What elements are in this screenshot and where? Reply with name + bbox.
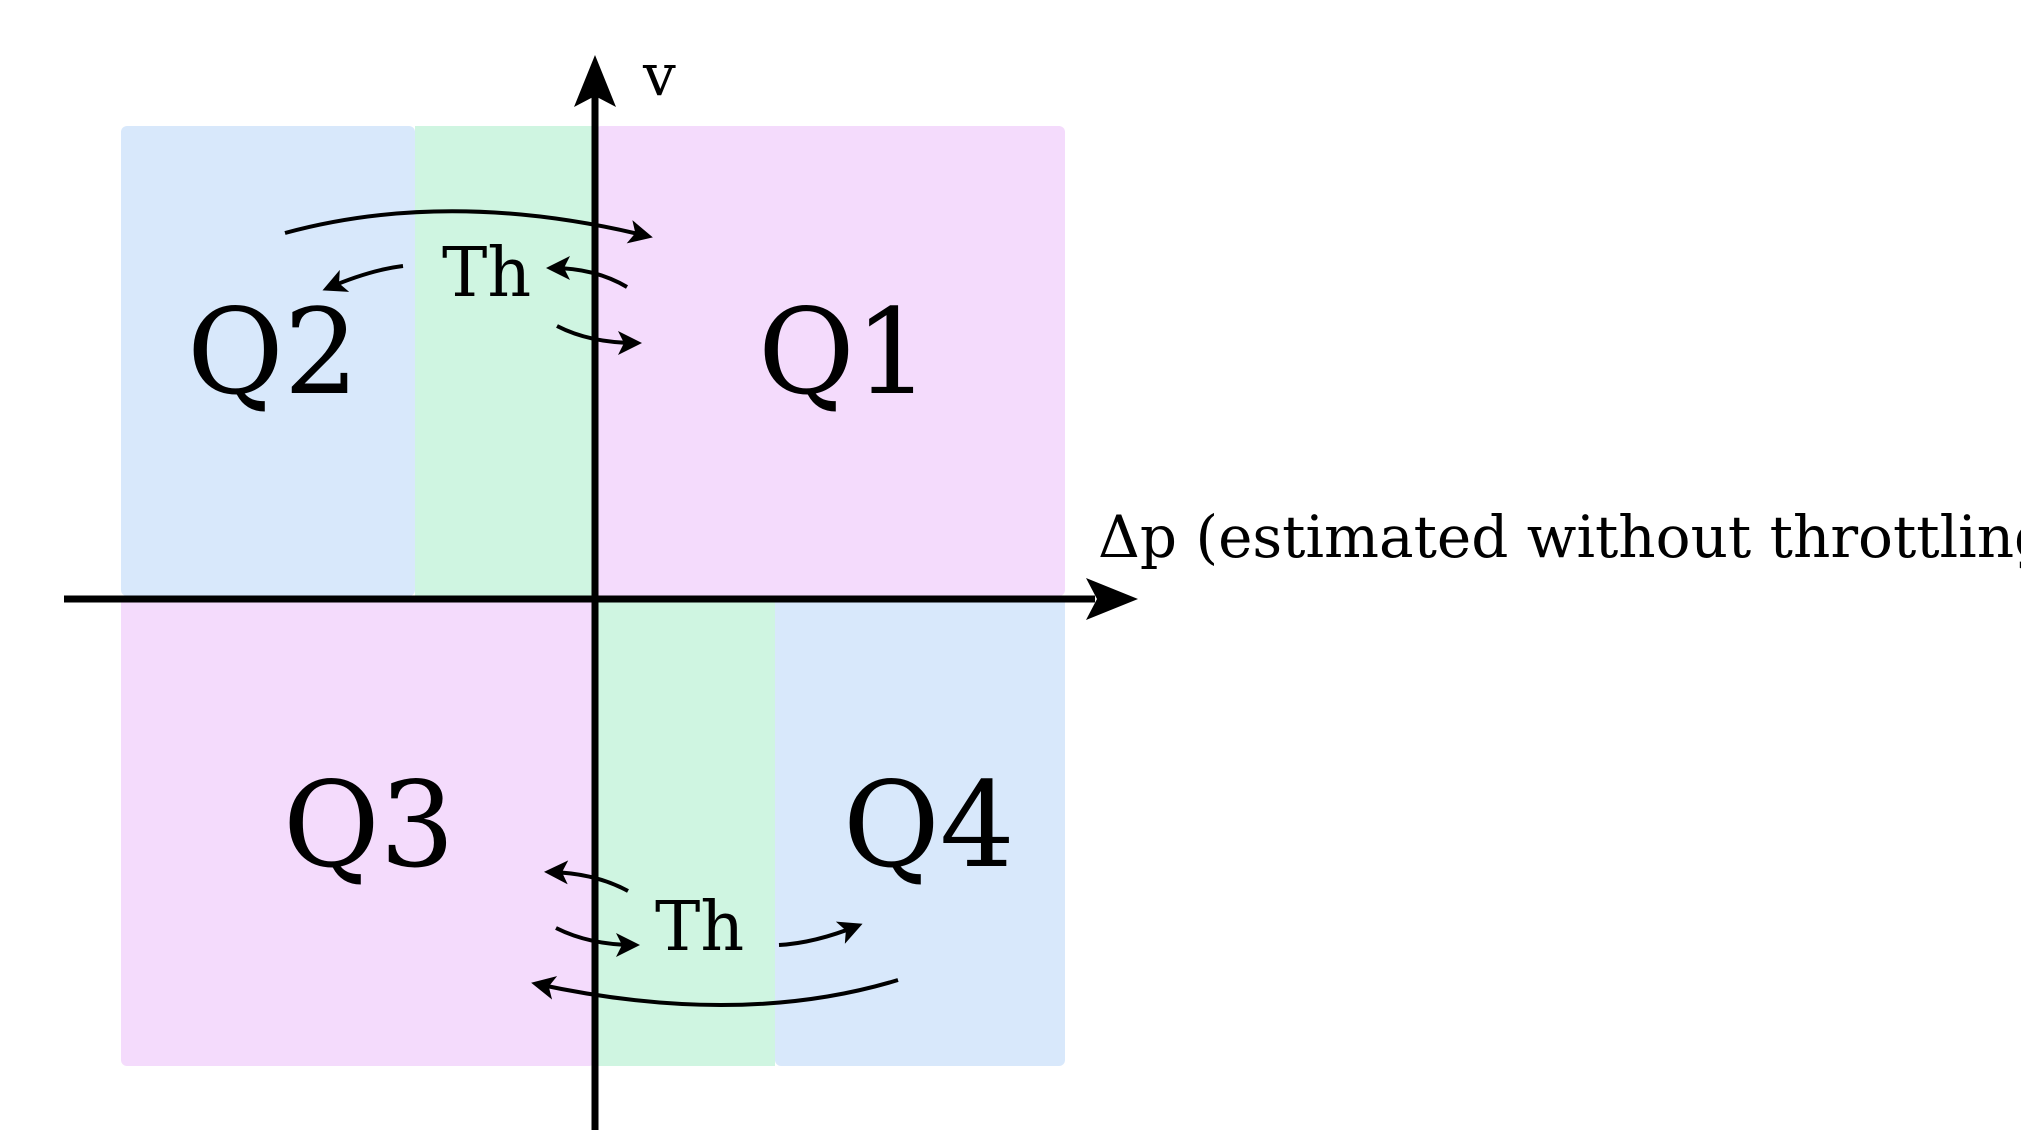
throttling-label-lower: Th	[655, 888, 744, 967]
quadrant-label-q2: Q2	[187, 283, 359, 421]
lower-transition-arrows	[531, 860, 899, 1007]
regions	[121, 126, 1065, 1066]
region-q3-pink	[121, 596, 595, 1066]
arrow-q4-to-q3-arc	[531, 976, 899, 1007]
arrow-q2-to-q1-arc	[284, 209, 653, 244]
region-q1-pink	[595, 126, 1065, 596]
quadrant-label-q3: Q3	[283, 756, 455, 894]
vertical-axis-label: v	[642, 41, 676, 109]
quadrant-label-q1: Q1	[758, 283, 930, 421]
arrow-to-q1-short	[556, 324, 642, 355]
quadrant-label-q4: Q4	[843, 756, 1015, 894]
horizontal-axis-label: Δp (estimated without throttling)	[1098, 503, 2021, 571]
arrow-to-th-lower	[555, 926, 640, 957]
region-q2-blue	[121, 126, 415, 596]
arrow-to-q4-short	[778, 921, 863, 947]
arrow-to-q3-short	[544, 860, 629, 893]
horizontal-axis-arrowhead	[1086, 578, 1138, 620]
vertical-axis-arrowhead	[574, 55, 616, 107]
throttling-label-upper: Th	[442, 234, 531, 313]
axes	[64, 55, 1138, 1130]
arrow-to-q2-short	[322, 264, 404, 292]
upper-transition-arrows	[284, 209, 653, 355]
region-upper-green	[415, 126, 595, 596]
region-q4-blue	[775, 596, 1065, 1066]
region-lower-green	[595, 596, 775, 1066]
arrow-to-th-upper-left	[546, 256, 629, 289]
